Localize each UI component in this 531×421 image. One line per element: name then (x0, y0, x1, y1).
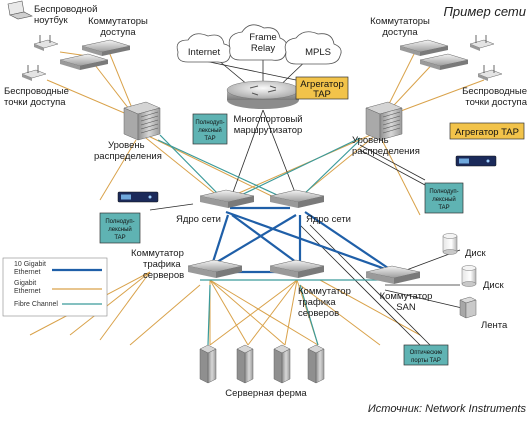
dist-left-label-2: распределения (94, 151, 162, 162)
aggregator-tap-right: Агрегатор TAP (449, 122, 525, 140)
server-switch-left: Коммутатор трафика серверов (131, 248, 243, 281)
internet-label: Internet (188, 47, 221, 58)
legend-gig-label-1: Gigabit (14, 280, 36, 287)
distribution-chassis-right: Уровень распределения (352, 101, 420, 157)
access-points-left: Беспроводные точки доступа (4, 35, 69, 108)
legend-10g-label-2: Ethernet (14, 269, 41, 276)
optical-tap: Оптические порты TAP (403, 344, 449, 366)
access-points-right: Беспроводные точки доступа (462, 35, 528, 108)
aggregator-tap-center: Агрегатор TAP (295, 76, 349, 100)
diagram-title: Пример сети (443, 4, 526, 19)
core-left-label: Ядро сети (176, 214, 221, 225)
core-switch-left: Ядро сети (176, 189, 255, 225)
server-switch-left-label-3: серверов (143, 270, 184, 281)
optical-label-2: порты TAP (411, 358, 441, 364)
san-label-1: Коммутатор (380, 291, 433, 302)
dist-right-label-1: Уровень (352, 135, 389, 146)
ap-right-label-1: Беспроводные (462, 86, 527, 97)
router-label-1: Многопортовый (233, 114, 302, 125)
cloud-mpls: MPLS (284, 31, 342, 65)
cloud-internet: Internet (176, 33, 232, 63)
core-right-label: Ядро сети (306, 214, 351, 225)
aggregator-right-label: Агрегатор TAP (455, 127, 519, 138)
access-switches-left: Коммутаторы доступа (59, 16, 148, 70)
fullduplex-tap-left: Полнодуп- лексный TAP (99, 212, 141, 244)
access-right-label-1: Коммутаторы (370, 16, 430, 27)
fd-router-label-3: TAP (204, 136, 215, 142)
ap-right-label-2: точки доступа (465, 97, 527, 108)
tap-device-right (455, 155, 497, 167)
server-switch-left-label-2: трафика (143, 259, 181, 270)
san-switch: Коммутатор SAN (365, 265, 433, 313)
fullduplex-tap-router: Полнодуп- лексный TAP (192, 113, 228, 145)
fd-left-label-1: Полнодуп- (105, 219, 134, 225)
aggregator-center-label-1: Агрегатор (300, 79, 344, 90)
server-switch-right-label-2: трафика (298, 297, 336, 308)
dist-right-label-2: распределения (352, 146, 420, 157)
san-label-2: SAN (396, 302, 416, 313)
tap-device-left (117, 191, 159, 203)
access-left-label-2: доступа (100, 27, 136, 38)
fd-router-label-1: Полнодуп- (195, 120, 224, 126)
legend-10g-label-1: 10 Gigabit (14, 261, 46, 268)
server-farm: Серверная ферма (199, 344, 325, 399)
fd-router-label-2: лексный (198, 127, 222, 134)
laptop-label-1: Беспроводной (34, 4, 97, 15)
disk-2-label: Диск (483, 280, 504, 291)
ap-left-label-1: Беспроводные (4, 86, 69, 97)
ap-left-label-2: точки доступа (4, 97, 66, 108)
fd-right-label-2: лексный (432, 196, 456, 203)
distribution-chassis-left: Уровень распределения (94, 101, 162, 162)
multiport-router: Многопортовый маршрутизатор (226, 80, 303, 136)
fd-left-label-2: лексный (108, 226, 132, 233)
fd-right-label-1: Полнодуп- (429, 189, 458, 195)
aggregator-center-label-2: TAP (313, 89, 331, 100)
tape-label: Лента (481, 320, 508, 331)
laptop-label-2: ноутбук (34, 15, 69, 26)
server-switch-left-label-1: Коммутатор (131, 248, 184, 259)
legend-gig-label-2: Ethernet (14, 288, 41, 295)
mpls-label: MPLS (305, 47, 331, 58)
access-right-label-2: доступа (382, 27, 418, 38)
optical-label-1: Оптические (410, 350, 443, 356)
fd-left-label-3: TAP (114, 235, 125, 241)
fullduplex-tap-right: Полнодуп- лексный TAP (424, 182, 464, 214)
disk-2-icon: Диск (461, 265, 504, 291)
legend-fc-label: Fibre Channel (14, 301, 58, 308)
access-switches-right: Коммутаторы доступа (370, 16, 469, 70)
server-farm-label: Серверная ферма (225, 388, 307, 399)
disk-1-label: Диск (465, 248, 486, 259)
laptop-icon: Беспроводной ноутбук (7, 0, 97, 26)
access-left-label-1: Коммутаторы (88, 16, 148, 27)
server-switch-right: Коммутатор трафика серверов (269, 259, 351, 319)
dist-left-label-1: Уровень (108, 140, 145, 151)
tape-icon: Лента (459, 296, 508, 331)
server-switch-right-label-3: серверов (298, 308, 339, 319)
core-switch-right: Ядро сети (269, 189, 351, 225)
source-credit: Источник: Network Instruments (368, 403, 527, 415)
cloud-frame-relay: Frame Relay (228, 24, 288, 61)
legend: 10 Gigabit Ethernet Gigabit Ethernet Fib… (2, 257, 108, 317)
router-label-2: маршрутизатор (234, 125, 303, 136)
frame-relay-label-2: Relay (251, 43, 276, 54)
fd-right-label-3: TAP (438, 205, 449, 211)
server-switch-right-label-1: Коммутатор (298, 286, 351, 297)
frame-relay-label-1: Frame (249, 32, 276, 43)
disk-1-icon: Диск (442, 233, 486, 259)
